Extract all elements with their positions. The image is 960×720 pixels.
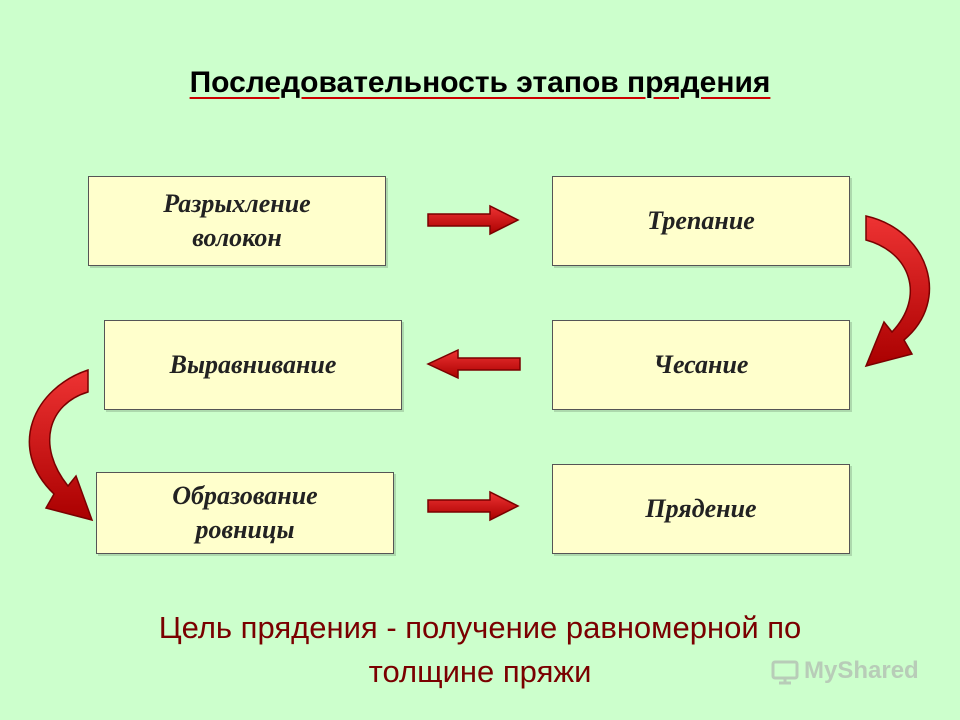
step-label-razryhlenie: Разрыхление волокон xyxy=(163,189,311,252)
step-label-pryadenie: Прядение xyxy=(645,494,757,523)
page-title-text: Последовательность этапов прядения xyxy=(189,66,771,99)
step-box-razryhlenie: Разрыхление волокон xyxy=(88,176,386,266)
step-label-vyravnivanie: Выравнивание xyxy=(169,350,337,379)
step-box-pryadenie: Прядение xyxy=(552,464,850,554)
myshared-logo-icon xyxy=(771,660,799,685)
step-box-chesanie: Чесание xyxy=(552,320,850,410)
red-block-arrow-icon xyxy=(426,348,521,380)
red-curved-arrow-icon xyxy=(864,215,931,368)
goal-text: Цель прядения - получение равномерной по… xyxy=(158,610,802,689)
step-label-trepanie: Трепание xyxy=(647,206,755,235)
step-box-obrazovanie: Образование ровницы xyxy=(96,472,394,554)
page-title: Последовательность этапов прядения xyxy=(0,66,960,100)
step-label-chesanie: Чесание xyxy=(653,350,749,379)
watermark-text: MyShared xyxy=(804,657,919,684)
red-block-arrow-icon xyxy=(427,204,520,236)
watermark-logo: MyShared xyxy=(770,656,919,686)
step-box-vyravnivanie: Выравнивание xyxy=(104,320,402,410)
red-block-arrow-icon xyxy=(427,490,520,522)
step-box-trepanie: Трепание xyxy=(552,176,850,266)
red-curved-arrow-icon xyxy=(28,368,94,522)
step-label-obrazovanie: Образование ровницы xyxy=(172,481,318,544)
